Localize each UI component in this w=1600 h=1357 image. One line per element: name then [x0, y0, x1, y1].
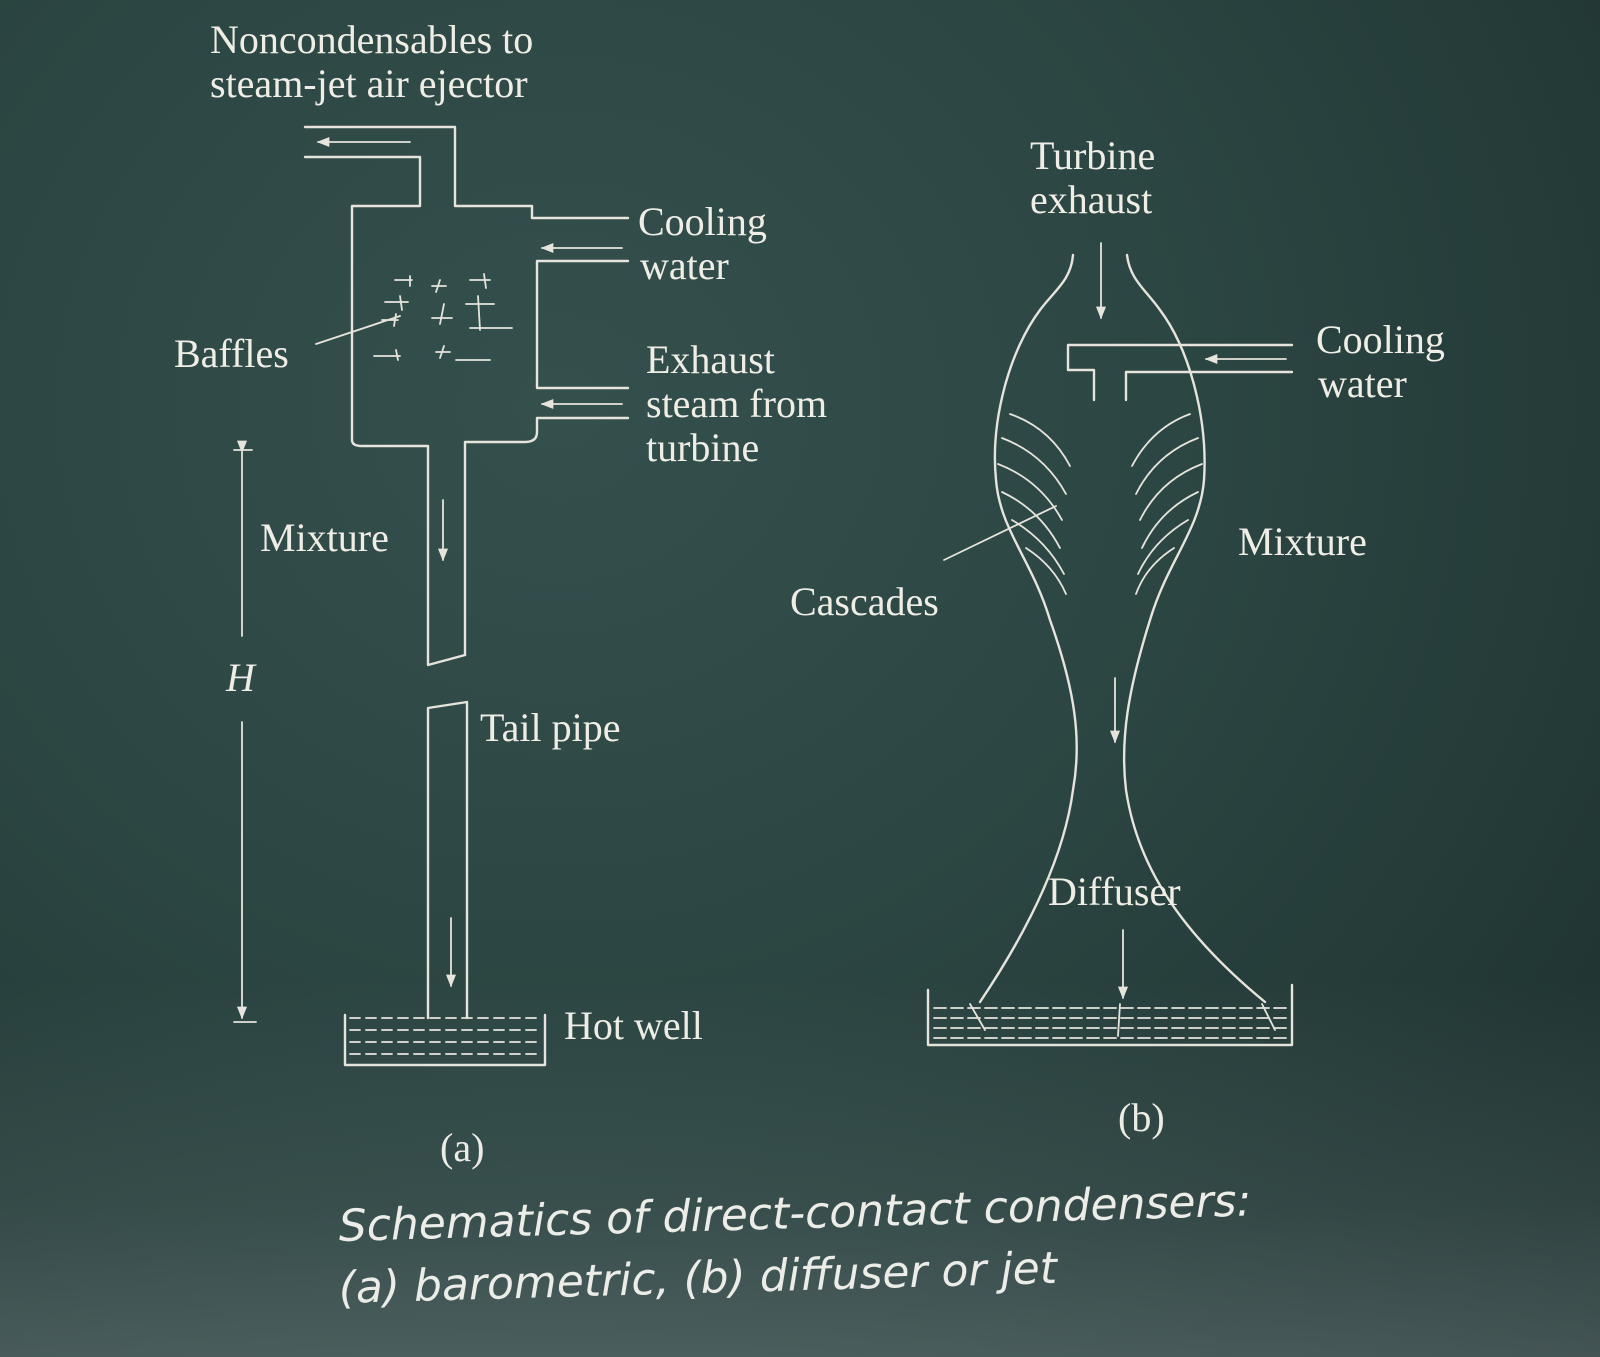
jet-body-right	[1122, 253, 1267, 1004]
mixture-pipe	[350, 438, 467, 667]
label-noncondensables-1: Noncondensables to	[210, 17, 534, 62]
baffles	[315, 273, 513, 361]
cascades-right	[1131, 413, 1203, 595]
label-baffles: Baffles	[174, 331, 289, 376]
label-tail-pipe: Tail pipe	[480, 705, 621, 750]
label-cooling-water-b-1: Cooling	[1316, 317, 1445, 362]
hot-well-b	[926, 983, 1294, 1047]
label-cooling-water-a-2: water	[640, 243, 729, 288]
hot-well-a	[343, 1013, 547, 1067]
label-diffuser: Diffuser	[1048, 869, 1181, 914]
label-noncondensables-2: steam-jet air ejector	[210, 61, 528, 106]
label-cooling-water-b-2: water	[1318, 361, 1407, 406]
label-cooling-water-a-1: Cooling	[638, 199, 767, 244]
cascades-leader	[943, 505, 1057, 561]
label-turbine-1: Turbine	[1030, 133, 1156, 178]
label-hot-well: Hot well	[564, 1003, 703, 1048]
cascades-left	[997, 413, 1071, 595]
label-turbine-2: exhaust	[1030, 177, 1153, 222]
jet-condenser	[926, 242, 1294, 1047]
label-exhaust-1: Exhaust	[646, 337, 775, 382]
label-exhaust-3: turbine	[646, 425, 760, 470]
label-height: H	[226, 655, 255, 700]
label-mixture-a: Mixture	[260, 515, 389, 560]
vent-duct	[303, 125, 630, 220]
label-mixture-b: Mixture	[1238, 519, 1367, 564]
tail-pipe	[426, 700, 469, 1020]
cooling-water-header	[1066, 343, 1294, 402]
label-exhaust-2: steam from	[646, 381, 828, 426]
baffles-leader	[315, 315, 401, 345]
label-sub-b: (b)	[1118, 1095, 1165, 1140]
barometric-condenser	[233, 125, 630, 1067]
label-sub-a: (a)	[440, 1125, 485, 1170]
jet-body-left	[978, 253, 1078, 1004]
label-cascades: Cascades	[790, 579, 939, 624]
height-dimension	[233, 440, 257, 1023]
